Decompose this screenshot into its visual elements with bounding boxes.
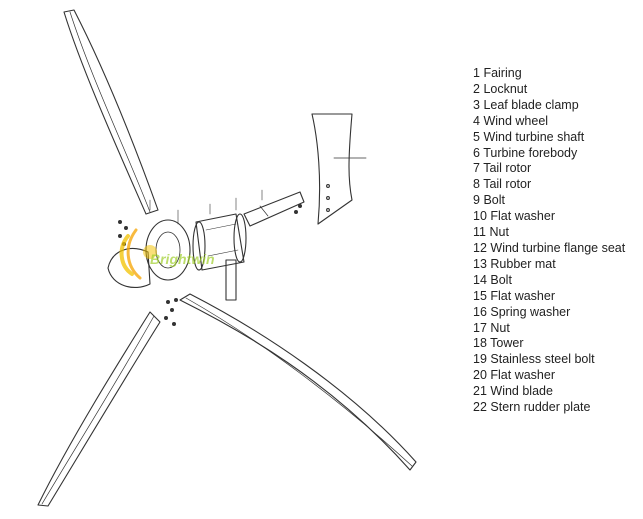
watermark-brand: Brightwin xyxy=(150,251,215,267)
parts-list-item: 13 Rubber mat xyxy=(473,257,625,273)
parts-list-item: 12 Wind turbine flange seat xyxy=(473,241,625,257)
parts-list-item: 2 Locknut xyxy=(473,82,625,98)
part-number: 4 xyxy=(473,113,480,128)
part-number: 21 xyxy=(473,384,487,399)
part-label: Wind blade xyxy=(490,384,553,399)
part-number: 8 xyxy=(473,177,480,192)
parts-list-item: 11 Nut xyxy=(473,225,625,241)
part-label: Fairing xyxy=(483,66,522,80)
part-label: Tower xyxy=(490,336,524,351)
parts-list-item: 3 Leaf blade clamp xyxy=(473,98,625,114)
part-label: Bolt xyxy=(483,193,505,208)
part-number: 9 xyxy=(473,193,480,208)
part-number: 2 xyxy=(473,81,480,96)
turbine-forebody xyxy=(195,213,245,271)
parts-list-item: 10 Flat washer xyxy=(473,209,625,225)
wind-blade-upper xyxy=(63,9,159,215)
part-label: Stainless steel bolt xyxy=(490,352,595,367)
part-label: Locknut xyxy=(483,81,528,96)
wind-blade-lower-right xyxy=(179,293,417,471)
tower xyxy=(225,259,237,301)
part-label: Rubber mat xyxy=(490,256,556,271)
part-number: 14 xyxy=(473,272,487,287)
part-number: 18 xyxy=(473,336,487,351)
parts-list-item: 21 Wind blade xyxy=(473,384,625,400)
parts-list-item: 8 Tail rotor xyxy=(473,177,625,193)
parts-list-item: 9 Bolt xyxy=(473,193,625,209)
part-label: Flat washer xyxy=(490,209,555,224)
parts-list-item: 19 Stainless steel bolt xyxy=(473,352,625,368)
parts-list-item: 7 Tail rotor xyxy=(473,161,625,177)
part-label: Wind turbine flange seat xyxy=(490,240,626,255)
stern-rudder-plate xyxy=(311,113,353,225)
part-number: 11 xyxy=(473,225,486,240)
parts-list-item: 5 Wind turbine shaft xyxy=(473,130,625,146)
part-label: Wind turbine shaft xyxy=(483,129,585,144)
parts-list-item: 20 Flat washer xyxy=(473,368,625,384)
part-number: 3 xyxy=(473,97,480,112)
parts-list-item: 15 Flat washer xyxy=(473,289,625,305)
parts-list-item: 22 Stern rudder plate xyxy=(473,400,625,416)
part-label: Flat washer xyxy=(490,288,555,303)
part-label: Turbine forebody xyxy=(483,145,578,160)
fairing xyxy=(107,248,151,288)
part-number: 6 xyxy=(473,145,480,160)
part-label: Nut xyxy=(490,320,510,335)
part-label: Leaf blade clamp xyxy=(483,97,579,112)
part-number: 5 xyxy=(473,129,480,144)
part-label: Spring washer xyxy=(490,304,571,319)
part-label: Bolt xyxy=(490,272,512,287)
brightwin-logo xyxy=(119,228,157,280)
part-number: 7 xyxy=(473,161,480,176)
parts-list-item: 1 Fairing xyxy=(473,66,625,82)
part-label: Stern rudder plate xyxy=(490,400,591,415)
part-number: 15 xyxy=(473,288,487,303)
part-number: 20 xyxy=(473,368,487,383)
parts-list-item: 6 Turbine forebody xyxy=(473,146,625,162)
part-label: Tail rotor xyxy=(483,177,532,192)
part-label: Flat washer xyxy=(490,368,555,383)
parts-list-item: 4 Wind wheel xyxy=(473,114,625,130)
parts-list-item: 14 Bolt xyxy=(473,273,625,289)
parts-list-item: 16 Spring washer xyxy=(473,305,625,321)
parts-list-item: 18 Tower xyxy=(473,336,625,352)
part-label: Tail rotor xyxy=(483,161,532,176)
part-number: 1 xyxy=(473,66,480,80)
part-number: 12 xyxy=(473,240,487,255)
part-number: 22 xyxy=(473,400,487,415)
part-label: Nut xyxy=(489,225,509,240)
wind-blade-lower-left xyxy=(37,311,161,507)
tail-rotor-boom xyxy=(243,191,305,227)
parts-list-item: 17 Nut xyxy=(473,321,625,337)
part-number: 17 xyxy=(473,320,487,335)
part-label: Wind wheel xyxy=(483,113,549,128)
part-number: 10 xyxy=(473,209,487,224)
part-number: 19 xyxy=(473,352,487,367)
part-number: 13 xyxy=(473,256,487,271)
part-number: 16 xyxy=(473,304,487,319)
